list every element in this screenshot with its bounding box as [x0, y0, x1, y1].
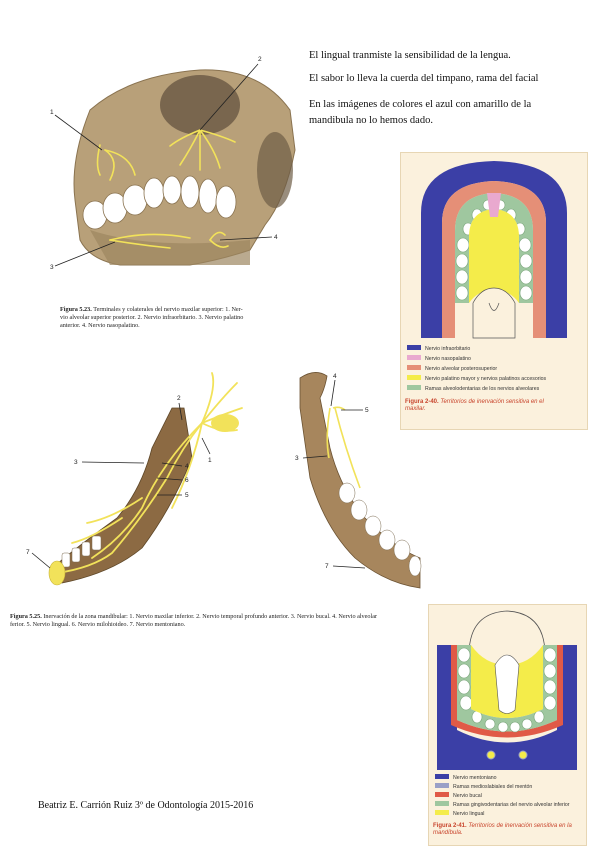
legend-label-gingivodentarias: Ramas gingivodentarias del nervio alveol… [453, 802, 570, 808]
footer-author: Beatriz E. Carrión Ruiz 3º de Odontologí… [38, 800, 254, 811]
figure-5-25-text-a: Inervación de la zona mandibular: 1. Ner… [43, 613, 378, 620]
callout-right-5: 5 [365, 407, 369, 414]
figure-2-40-desc-b: maxilar. [405, 406, 426, 413]
legend-swatch-bucal [435, 792, 449, 797]
callout-left-6: 6 [185, 477, 189, 484]
legend-label-palatino-mayor: Nervio palatino mayor y nervios palatino… [425, 376, 547, 382]
callout-4: 4 [274, 234, 278, 241]
callout-right-4: 4 [333, 373, 337, 380]
callout-left-3: 3 [74, 459, 78, 466]
legend-swatch-medioslabiales [435, 783, 449, 788]
callout-left-2: 2 [177, 395, 181, 402]
figure-2-41-caption: Figura 2-41. Territorios de inervación s… [433, 823, 583, 837]
callout-left-1: 1 [208, 457, 212, 464]
legend-label-alveolodentarias: Ramas alveolodentarias de los nervios al… [425, 386, 540, 392]
callout-1: 1 [50, 109, 54, 116]
legend-swatch-infraorbitario [407, 345, 421, 350]
figure-5-25-mandible-lateral: 2 3 4 1 6 5 7 [26, 372, 243, 586]
figure-5-25-mandible-medial: 4 5 3 7 [295, 372, 422, 589]
figure-5-23-label: Figura 5.23. [60, 306, 92, 313]
callout-left-4: 4 [185, 463, 189, 470]
figure-2-40-caption: Figura 2-40. Territorios de inervación s… [405, 399, 583, 413]
note-sabor: El sabor lo lleva la cuerda del timpano,… [309, 73, 539, 84]
figure-2-40-label: Figura 2-40. [405, 399, 439, 405]
figure-5-23-text-c: anterior. 4. Nervio nasopalatino. [60, 321, 140, 329]
legend-swatch-alveolar-posterosuperior [407, 365, 421, 370]
legend-label-medioslabiales: Ramas medioslabiales del mentón [453, 784, 532, 790]
note-colores-2: mandibula no lo hemos dado. [309, 115, 433, 126]
figure-2-40-panel: Nervio infraorbitario Nervio nasopalatin… [400, 152, 588, 430]
note-colores-1: En las imágenes de colores el azul con a… [309, 99, 532, 110]
legend-swatch-alveolodentarias [407, 385, 421, 390]
legend-swatch-gingivodentarias [435, 801, 449, 806]
figure-2-41-mandible-illustration [437, 610, 577, 770]
legend-label-nasopalatino: Nervio nasopalatino [425, 356, 471, 362]
callout-2: 2 [258, 56, 262, 63]
figure-2-41-desc-b: mandíbula. [433, 830, 463, 837]
callout-right-3: 3 [295, 455, 299, 462]
callout-3: 3 [50, 264, 54, 271]
legend-swatch-lingual [435, 810, 449, 815]
figure-2-41-label: Figura 2-41. [433, 823, 467, 829]
legend-swatch-palatino-mayor [407, 375, 421, 380]
figure-2-40-legend: Nervio infraorbitario Nervio nasopalatin… [407, 345, 547, 392]
callout-left-5: 5 [185, 492, 189, 499]
figure-2-40-maxilla-illustration [421, 161, 567, 339]
figure-5-23-caption: Figura 5.23. Terminales y colaterales de… [60, 306, 308, 329]
figure-5-25-label: Figura 5.25. [10, 613, 42, 620]
legend-label-mentoniano: Nervio mentoniano [453, 775, 497, 781]
legend-label-lingual: Nervio lingual [453, 811, 484, 817]
figure-2-40-desc-a: Territorios de inervación sensitiva en e… [440, 399, 544, 405]
figure-5-23-text-a: Terminales y colaterales del nervio maxi… [93, 306, 243, 313]
figure-2-41-legend: Nervio mentoniano Ramas medioslabiales d… [435, 774, 570, 817]
callout-right-7: 7 [325, 563, 329, 570]
callout-left-7: 7 [26, 549, 30, 556]
figure-5-25-text-b: ferior. 5. Nervio lingual. 6. Nervio mil… [10, 620, 186, 628]
figure-2-41-panel: Nervio mentoniano Ramas medioslabiales d… [428, 604, 587, 846]
figure-2-41-desc-a: Territorios de inervación sensitiva en l… [468, 823, 572, 829]
figure-5-25-caption: Figura 5.25. Inervación de la zona mandi… [10, 613, 430, 629]
figure-5-23-text-b: vio alveolar superior posterior. 2. Nerv… [60, 313, 244, 321]
figure-5-23-skull-illustration: 1 2 3 4 [50, 56, 296, 271]
legend-label-alveolar-posterosuperior: Nervio alveolar posterosuperior [425, 366, 497, 372]
note-lingual: El lingual tranmiste la sensibilidad de … [309, 50, 511, 61]
legend-swatch-mentoniano [435, 774, 449, 779]
legend-label-infraorbitario: Nervio infraorbitario [425, 346, 470, 352]
legend-label-bucal: Nervio bucal [453, 793, 482, 799]
legend-swatch-nasopalatino [407, 355, 421, 360]
